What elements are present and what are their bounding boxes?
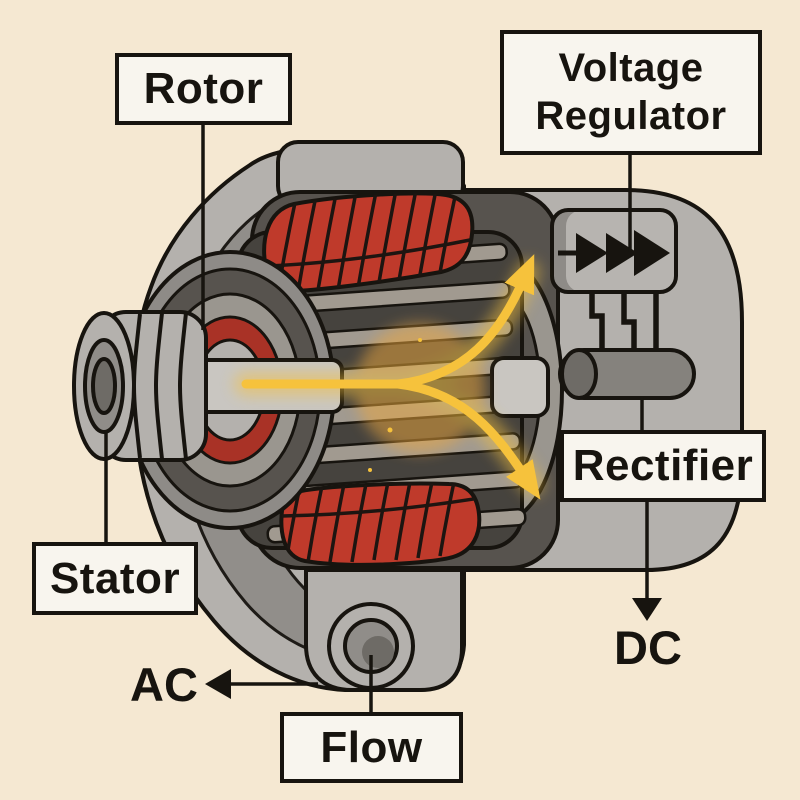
ac-annotation: AC (114, 657, 214, 711)
ac-arrow-icon (205, 669, 231, 699)
rectifier-label-text: Rectifier (572, 441, 754, 490)
label-voltage-regulator: Voltage Regulator (500, 30, 762, 155)
label-flow: Flow (280, 712, 463, 783)
diode-pack (550, 208, 678, 294)
label-rectifier: Rectifier (560, 430, 766, 502)
diode-icon (634, 230, 670, 276)
voltage-regulator-label-text: Voltage Regulator (535, 46, 727, 138)
label-stator: Stator (32, 542, 198, 615)
dc-arrow-icon (632, 598, 662, 621)
flow-arrow-up-icon (393, 254, 535, 389)
diode-icon (576, 233, 608, 273)
rear-shaft-stub (490, 356, 550, 418)
stator-winding-bottom (279, 481, 482, 567)
dc-text: DC (614, 620, 682, 674)
stator-label-text: Stator (49, 553, 181, 603)
rectifier-cylinder (558, 348, 696, 400)
mounting-foot (304, 568, 464, 692)
pulley (72, 310, 208, 462)
diode-wires (589, 292, 659, 352)
dc-annotation: DC (598, 620, 698, 674)
flow-label-text: Flow (320, 722, 423, 772)
diode-icon (606, 233, 638, 273)
flow-arrows (241, 254, 541, 500)
label-rotor: Rotor (115, 53, 292, 125)
stator-winding-top (262, 191, 475, 294)
connector-lines (104, 125, 649, 712)
rotor-label-text: Rotor (143, 64, 264, 113)
ac-text: AC (130, 657, 198, 711)
flow-arrow-down-icon (393, 379, 541, 500)
